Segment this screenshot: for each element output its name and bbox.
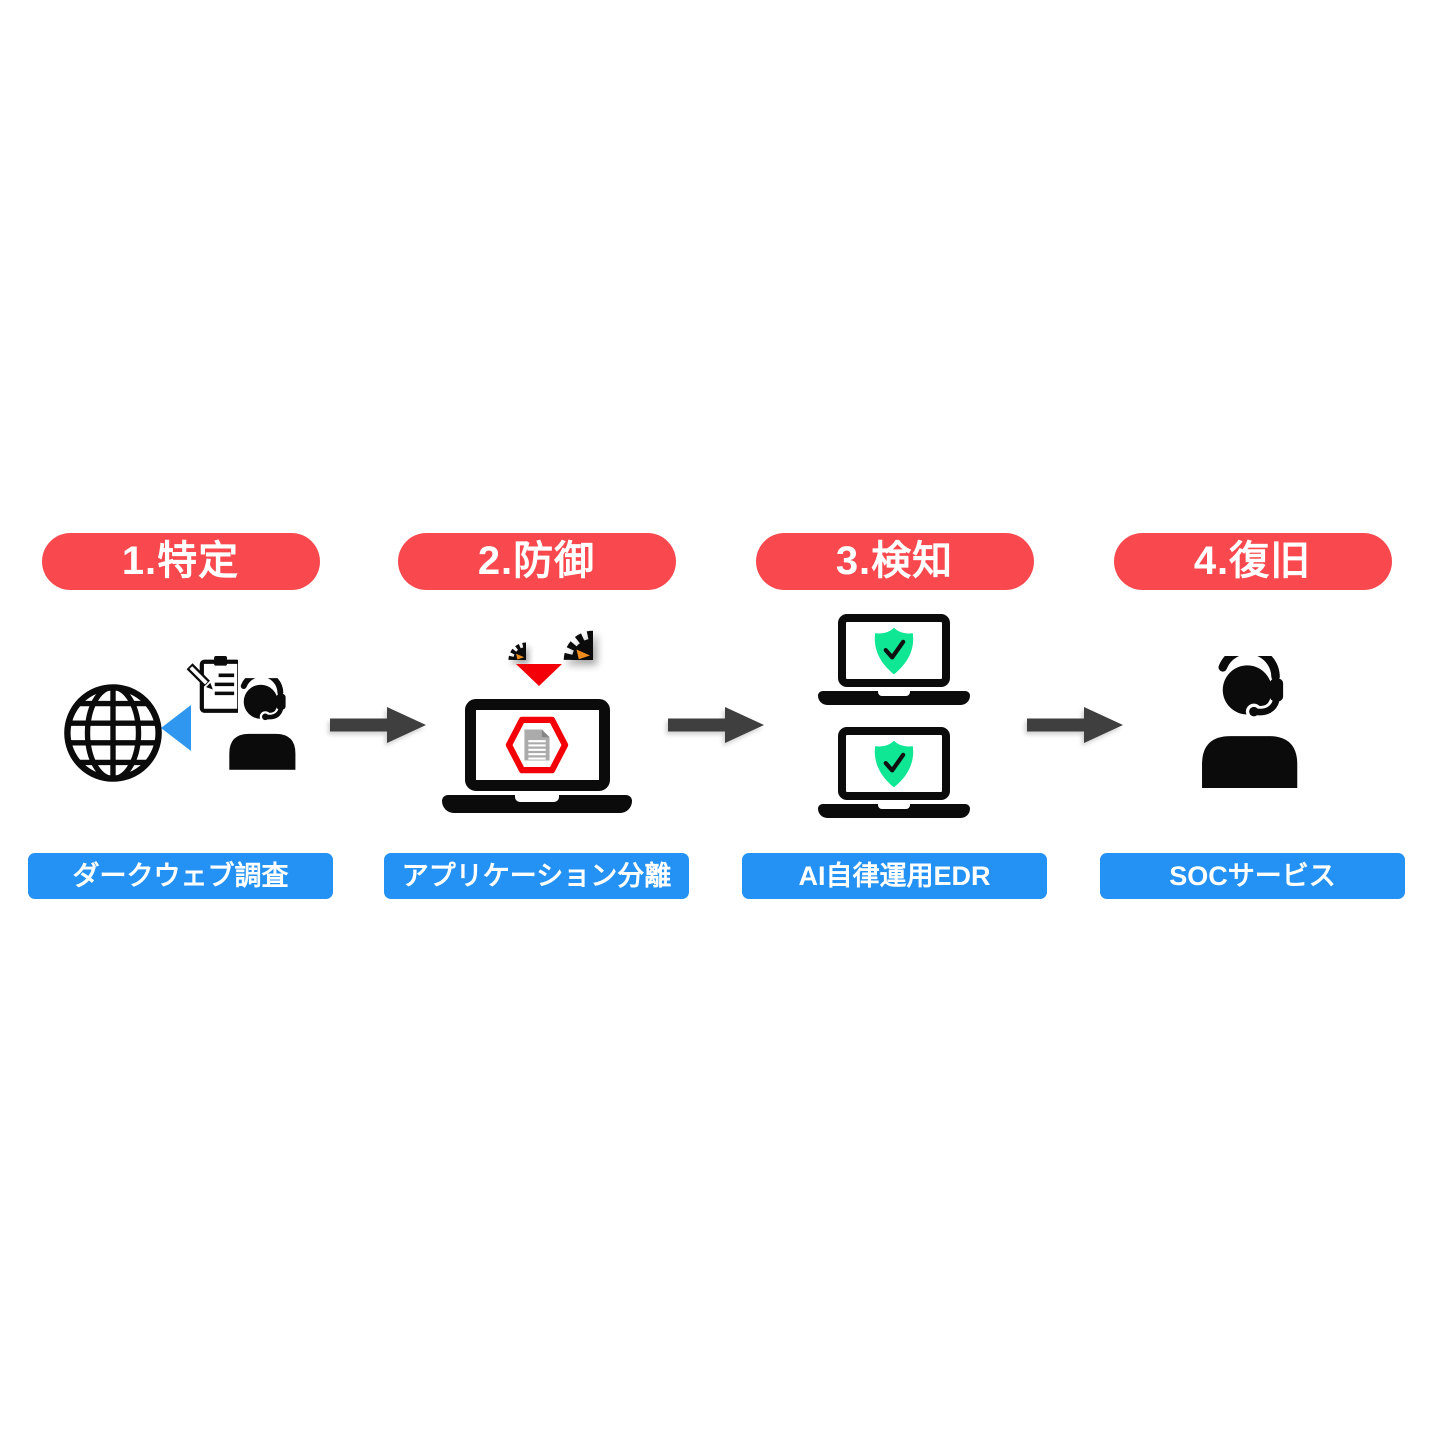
step-badge: 4.復旧 [1113, 533, 1392, 590]
step-4-recover: 4.復旧 SOCサービス [1100, 533, 1405, 899]
operator-headset-icon [1200, 656, 1304, 788]
malware-gear-icon [490, 624, 526, 660]
step-1-illustration [28, 590, 333, 853]
left-arrowhead-icon [161, 705, 191, 751]
step-4-illustration [1100, 590, 1405, 853]
step-badge: 3.検知 [755, 533, 1034, 590]
laptop-base [818, 804, 970, 818]
laptop-icon [818, 614, 970, 705]
laptop-base [818, 691, 970, 705]
step-badge: 1.特定 [41, 533, 320, 590]
laptop-base [442, 795, 632, 813]
step-badge: 2.防御 [397, 533, 676, 590]
step-3-detect: 3.検知 AI自律運用EDR [742, 533, 1047, 899]
laptop-screen [838, 614, 950, 687]
step-label: AI自律運用EDR [742, 853, 1047, 899]
step-2-protect: 2.防御 アプリケーション分離 [384, 533, 689, 899]
step-2-illustration [384, 590, 689, 853]
alert-down-triangle-icon [516, 664, 562, 686]
laptop-icon [442, 699, 632, 813]
step-3-illustration [742, 590, 1047, 853]
step-label: ダークウェブ調査 [28, 853, 333, 899]
flow-arrow-icon [330, 706, 427, 744]
shield-check-icon [872, 626, 916, 676]
step-label: アプリケーション分離 [384, 853, 689, 899]
step-1-identify: 1.特定 ダークウェブ調査 [28, 533, 333, 899]
flow-arrow-icon [668, 706, 765, 744]
shield-check-icon [872, 739, 916, 789]
blocked-document-hexagon-icon [505, 716, 569, 774]
malware-gear-icon [533, 600, 593, 660]
flow-arrow-icon [1027, 706, 1124, 744]
operator-headset-icon [228, 678, 300, 770]
laptop-screen [838, 727, 950, 800]
laptop-screen [464, 699, 610, 791]
step-label: SOCサービス [1100, 853, 1405, 899]
laptop-icon [818, 727, 970, 818]
globe-icon [62, 682, 164, 784]
